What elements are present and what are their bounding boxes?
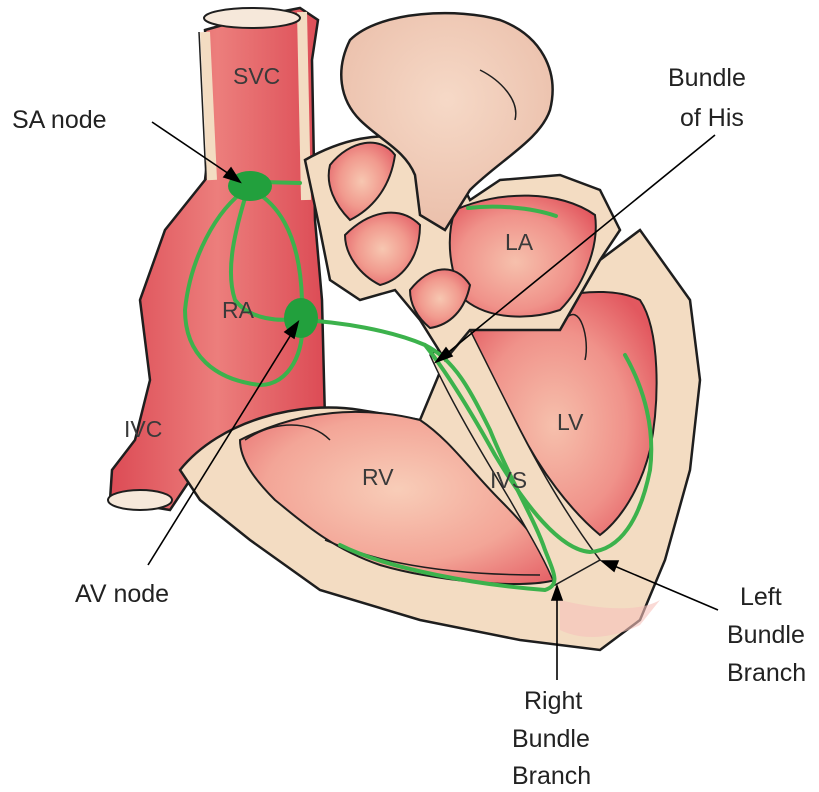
label-ra: RA: [222, 297, 255, 323]
label-right-bb-3: Branch: [512, 762, 591, 790]
label-bundle-his-1: Bundle: [668, 64, 746, 92]
label-left-bb-3: Branch: [727, 659, 806, 687]
label-ivs: IVS: [490, 467, 527, 493]
label-bundle-his-2: of His: [680, 104, 744, 132]
label-sa-node: SA node: [12, 106, 107, 134]
ivc-opening: [108, 490, 172, 510]
label-left-bb-2: Bundle: [727, 621, 805, 649]
label-ivc: IVC: [124, 416, 162, 442]
label-right-bb-1: Right: [524, 687, 582, 715]
svc-wall-right: [302, 12, 306, 200]
label-lv: LV: [557, 409, 584, 435]
label-right-bb-2: Bundle: [512, 725, 590, 753]
label-rv: RV: [362, 464, 394, 490]
label-svc: SVC: [233, 63, 280, 89]
label-left-bb-1: Left: [740, 583, 782, 611]
label-av-node: AV node: [75, 580, 169, 608]
label-la: LA: [505, 229, 534, 255]
svc-opening: [204, 8, 300, 28]
